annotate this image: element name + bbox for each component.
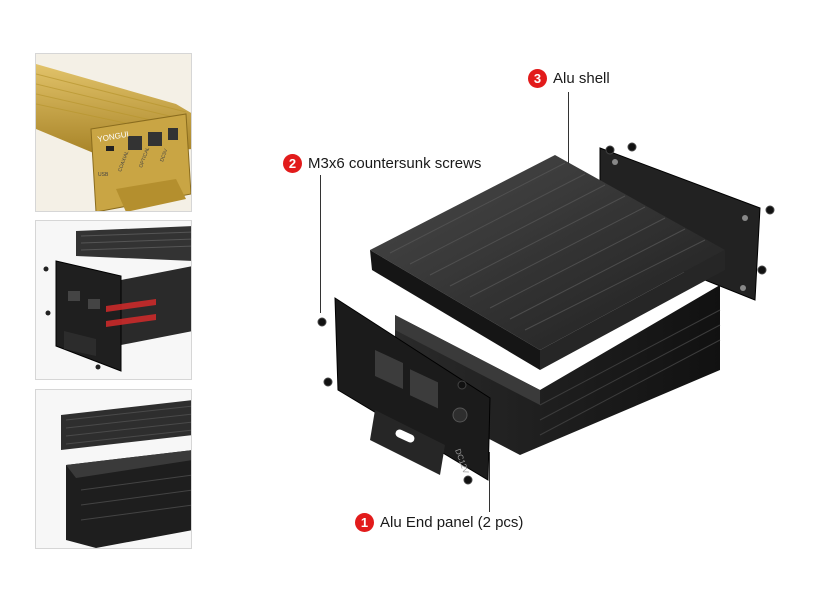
callout-label: Alu End panel (2 pcs) (380, 514, 524, 531)
number-badge: 2 (283, 154, 302, 173)
port-label-dc5v: DC5V (159, 147, 169, 162)
panel-assembly-illustration (43, 226, 191, 372)
port-label-usb: USB (98, 172, 109, 178)
leader-line-shell (568, 92, 569, 164)
alu-shell-top (370, 155, 725, 370)
callout-label: Alu shell (553, 70, 610, 87)
gold-enclosure-illustration: YONGUI USB COAXIAL OPTICAL DC5V (36, 64, 191, 211)
callout-end-panel: 1 Alu End panel (2 pcs) (355, 513, 523, 532)
thumbnail-gold-enclosure[interactable]: YONGUI USB COAXIAL OPTICAL DC5V (35, 53, 192, 212)
number-badge: 3 (528, 69, 547, 88)
callout-label: M3x6 countersunk screws (308, 155, 482, 172)
countersunk-screws (317, 142, 775, 485)
leader-line-screws (320, 175, 321, 313)
exploded-view-illustration: DC12V (317, 142, 775, 485)
thumbnail-panel-assembly[interactable] (35, 220, 192, 380)
number-badge: 1 (355, 513, 374, 532)
shell-halves-illustration (61, 400, 191, 548)
callout-alu-shell: 3 Alu shell (528, 69, 610, 88)
thumbnail-shell-halves[interactable] (35, 389, 192, 549)
callout-countersunk-screws: 2 M3x6 countersunk screws (283, 154, 481, 173)
leader-line-panel (489, 452, 490, 512)
